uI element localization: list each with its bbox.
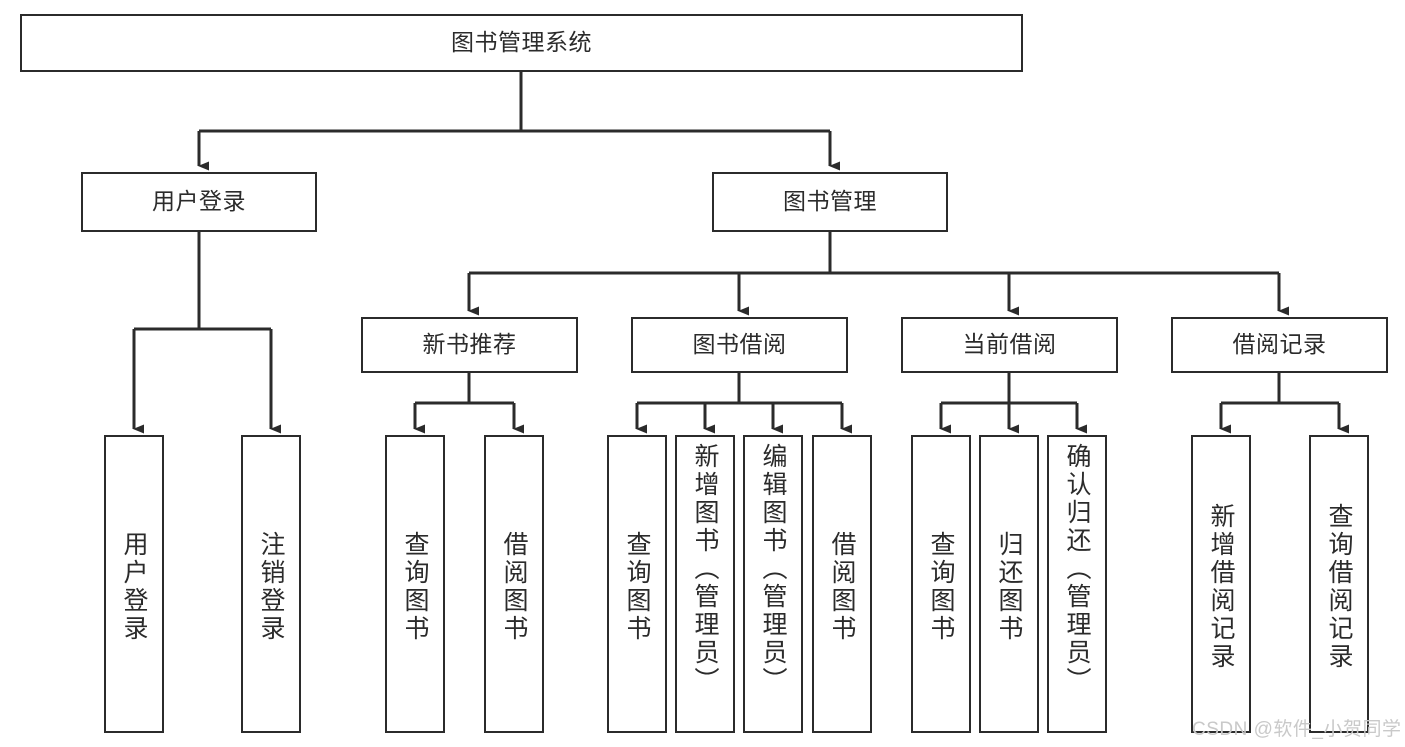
node-label: 查询图书 (623, 531, 651, 643)
node-label: 查询借阅记录 (1325, 503, 1353, 671)
node-label: 新书推荐 (422, 331, 517, 358)
node-book-manage[interactable]: 图书管理 (712, 172, 948, 232)
node-leaf-confirm-return[interactable]: 确认归还（管理员） (1047, 435, 1107, 733)
node-label: 注销登录 (257, 531, 285, 643)
node-leaf-borrow-book-recommend[interactable]: 借阅图书 (484, 435, 544, 733)
node-leaf-return-book[interactable]: 归还图书 (979, 435, 1039, 733)
node-label: 当前借阅 (962, 331, 1057, 358)
node-leaf-query-borrow-record[interactable]: 查询借阅记录 (1309, 435, 1369, 733)
node-user-login[interactable]: 用户登录 (81, 172, 317, 232)
node-label: 归还图书 (995, 531, 1023, 643)
node-leaf-query-book-current[interactable]: 查询图书 (911, 435, 971, 733)
node-leaf-borrow-book[interactable]: 借阅图书 (812, 435, 872, 733)
node-new-book-recommend[interactable]: 新书推荐 (361, 317, 578, 373)
node-label: 图书管理系统 (451, 29, 592, 56)
watermark-text: CSDN @软件_小贺同学 (1192, 719, 1402, 740)
node-leaf-query-book-recommend[interactable]: 查询图书 (385, 435, 445, 733)
node-leaf-edit-book[interactable]: 编辑图书（管理员） (743, 435, 803, 733)
node-label: 图书管理 (783, 188, 877, 215)
node-label: 编辑图书（管理员） (759, 443, 787, 695)
node-root-system[interactable]: 图书管理系统 (20, 14, 1023, 72)
node-label: 新增图书（管理员） (691, 443, 719, 695)
node-label: 图书借阅 (692, 331, 787, 358)
node-label: 借阅图书 (828, 531, 856, 643)
node-leaf-logout-login[interactable]: 注销登录 (241, 435, 301, 733)
node-label: 查询图书 (401, 531, 429, 643)
node-label: 用户登录 (120, 531, 148, 643)
node-label: 借阅记录 (1232, 331, 1327, 358)
node-leaf-user-login[interactable]: 用户登录 (104, 435, 164, 733)
node-borrow-record[interactable]: 借阅记录 (1171, 317, 1388, 373)
node-book-borrow[interactable]: 图书借阅 (631, 317, 848, 373)
node-leaf-query-book-borrow[interactable]: 查询图书 (607, 435, 667, 733)
node-label: 用户登录 (152, 188, 246, 215)
node-leaf-add-borrow-record[interactable]: 新增借阅记录 (1191, 435, 1251, 733)
node-label: 新增借阅记录 (1207, 503, 1235, 671)
node-current-borrow[interactable]: 当前借阅 (901, 317, 1118, 373)
node-label: 借阅图书 (500, 531, 528, 643)
node-leaf-add-book[interactable]: 新增图书（管理员） (675, 435, 735, 733)
node-label: 查询图书 (927, 531, 955, 643)
node-label: 确认归还（管理员） (1063, 443, 1091, 695)
